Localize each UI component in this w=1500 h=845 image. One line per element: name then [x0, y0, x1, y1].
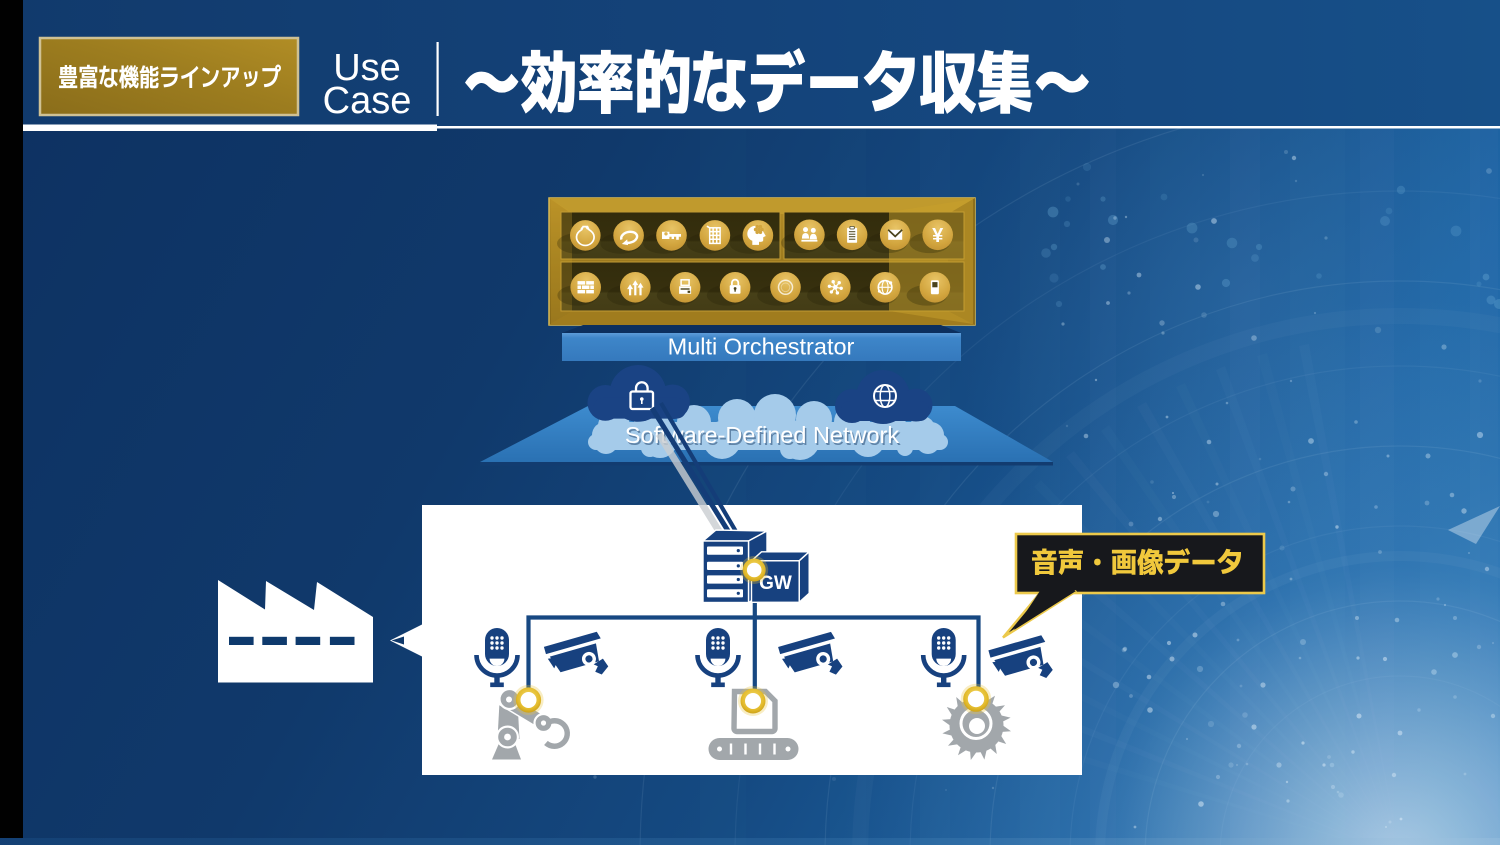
svg-text:¥: ¥ [932, 225, 944, 247]
svg-text:Use: Use [333, 47, 401, 89]
svg-text:Multi Orchestrator: Multi Orchestrator [668, 334, 855, 360]
svg-text:GW: GW [759, 573, 792, 594]
svg-text:Case: Case [323, 80, 412, 122]
